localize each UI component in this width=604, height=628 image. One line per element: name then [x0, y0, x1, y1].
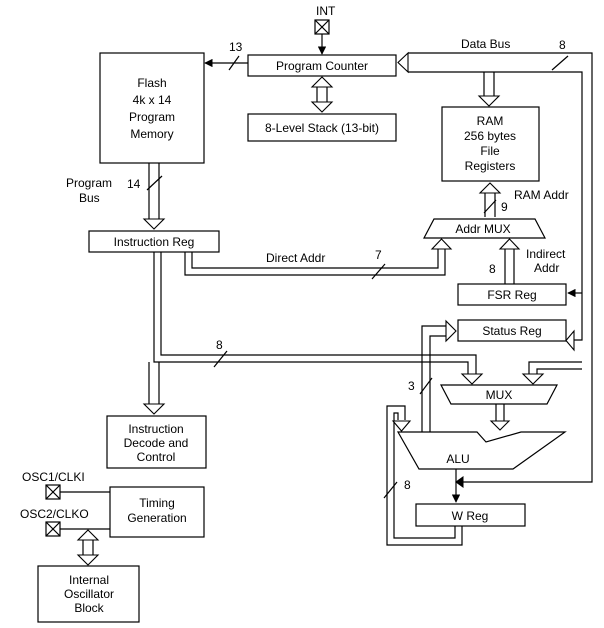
ir-to-decode-line [148, 362, 160, 404]
w-reg-feedback-arrowhead [391, 420, 412, 432]
osc1-pin-label: OSC1/CLKI [22, 470, 85, 484]
alu-block [396, 431, 567, 470]
indirect-addr-label-line1: Indirect [526, 247, 566, 261]
flash-size-label: 4k x 14 [133, 93, 172, 107]
data-bus-to-ram-arrow [483, 72, 495, 96]
indirect-addr-line [504, 249, 515, 284]
ir-to-decode-arrowhead [142, 403, 166, 415]
decode-label-line3: Control [137, 450, 176, 464]
direct-addr-label: Direct Addr [266, 251, 325, 265]
oscillator-label-line3: Block [74, 601, 104, 615]
data-bus-outer-line [408, 52, 593, 483]
timing-generation-block [109, 486, 205, 538]
data-bus-label: Data Bus [461, 37, 510, 51]
flash-label: Flash [137, 76, 166, 90]
status-to-alu-width-label: 3 [408, 379, 415, 393]
ram-addr-width-label: 9 [501, 200, 508, 214]
ram-addr-width-tick [483, 199, 497, 214]
data-bus-width-tick [551, 55, 569, 71]
ir-to-mux-line [153, 252, 477, 374]
int-pin-label: INT [316, 4, 336, 18]
program-bus-arrowhead [142, 218, 166, 230]
ram-registers-label: Registers [465, 159, 516, 173]
mux-to-alu-line [495, 404, 505, 421]
alu-to-status-arrowhead [445, 319, 457, 343]
program-bus-width-label: 14 [127, 177, 141, 191]
ram-label: RAM [477, 114, 504, 128]
data-bus-to-w-reg-arrowhead [455, 476, 464, 488]
ir-to-mux-width-label: 8 [216, 338, 223, 352]
direct-addr-width-label: 7 [375, 248, 382, 262]
int-pin [314, 19, 330, 55]
ram-addr-arrow [484, 193, 496, 217]
pc-to-flash-width-tick [228, 55, 240, 71]
ram-file-label: File [480, 144, 500, 158]
w-reg-block [415, 503, 526, 527]
addr-mux-label: Addr MUX [455, 222, 510, 236]
pc-stack-bidirectional-arrow [310, 76, 334, 113]
ir-to-mux-arrowhead [460, 373, 484, 385]
fsr-reg-label: FSR Reg [487, 288, 536, 302]
data-bus-to-pc-arrowhead [397, 51, 409, 74]
decode-label-line1: Instruction [128, 422, 183, 436]
alu-label: ALU [446, 452, 469, 466]
flash-program-label: Program [129, 110, 175, 124]
indirect-addr-arrowhead [498, 238, 521, 250]
indirect-addr-width-label: 8 [489, 262, 496, 276]
w-reg-feedback-line [386, 405, 463, 546]
status-reg-label: Status Reg [482, 324, 541, 338]
decode-label-line2: Decode and [124, 436, 189, 450]
data-bus-inner-line [408, 71, 583, 341]
stack-label: 8-Level Stack (13-bit) [265, 121, 379, 135]
timing-label-line2: Generation [127, 511, 186, 525]
data-bus-width-label: 8 [559, 38, 566, 52]
osc1-pin [45, 484, 110, 500]
mux-block [440, 384, 558, 405]
direct-addr-width-tick [371, 263, 386, 280]
data-bus-to-ram-arrowhead [477, 95, 501, 107]
ram-addr-arrowhead [478, 182, 502, 194]
pc-to-flash-width-label: 13 [229, 40, 243, 54]
mux-label: MUX [486, 388, 513, 402]
oscillator-label-line1: Internal [69, 573, 109, 587]
ram-size-label: 256 bytes [464, 129, 516, 143]
addr-mux-block [423, 218, 546, 239]
status-to-alu-width-tick [419, 377, 433, 395]
program-counter-block [247, 54, 397, 77]
w-feedback-width-label: 8 [404, 478, 411, 492]
direct-addr-line [184, 249, 446, 276]
stack-block [247, 113, 397, 142]
data-bus-to-mux-arrowhead [521, 373, 545, 385]
program-bus-width-tick [146, 175, 163, 191]
mux-to-alu-arrowhead [489, 420, 511, 431]
timing-label-line1: Timing [139, 496, 175, 510]
data-bus-to-status-arrowhead [565, 329, 575, 352]
timing-oscillator-bidirectional-arrow [76, 529, 100, 566]
internal-oscillator-block [37, 565, 140, 623]
instruction-reg-label: Instruction Reg [114, 235, 195, 249]
flash-memory-label: Memory [130, 127, 173, 141]
ram-file-registers-block [441, 106, 540, 182]
data-bus-to-mux-line [528, 361, 582, 374]
ir-to-mux-width-tick [213, 350, 228, 368]
osc2-pin [45, 521, 110, 537]
status-reg-block [457, 319, 567, 342]
flash-program-memory-block [99, 52, 205, 164]
alu-to-status-line [421, 325, 446, 438]
instruction-decode-block [106, 415, 207, 469]
program-bus-line [148, 163, 160, 219]
fsr-reg-block [457, 283, 567, 306]
direct-addr-arrowhead [430, 238, 453, 250]
w-feedback-width-tick [383, 481, 398, 499]
program-bus-label-line1: Program [66, 176, 112, 190]
oscillator-label-line2: Oscillator [64, 587, 114, 601]
ram-addr-label: RAM Addr [514, 188, 569, 202]
w-reg-label: W Reg [452, 509, 489, 523]
osc2-pin-label: OSC2/CLKO [20, 507, 89, 521]
program-bus-label-line2: Bus [79, 191, 100, 205]
indirect-addr-label-line2: Addr [534, 261, 559, 275]
program-counter-label: Program Counter [276, 59, 368, 73]
